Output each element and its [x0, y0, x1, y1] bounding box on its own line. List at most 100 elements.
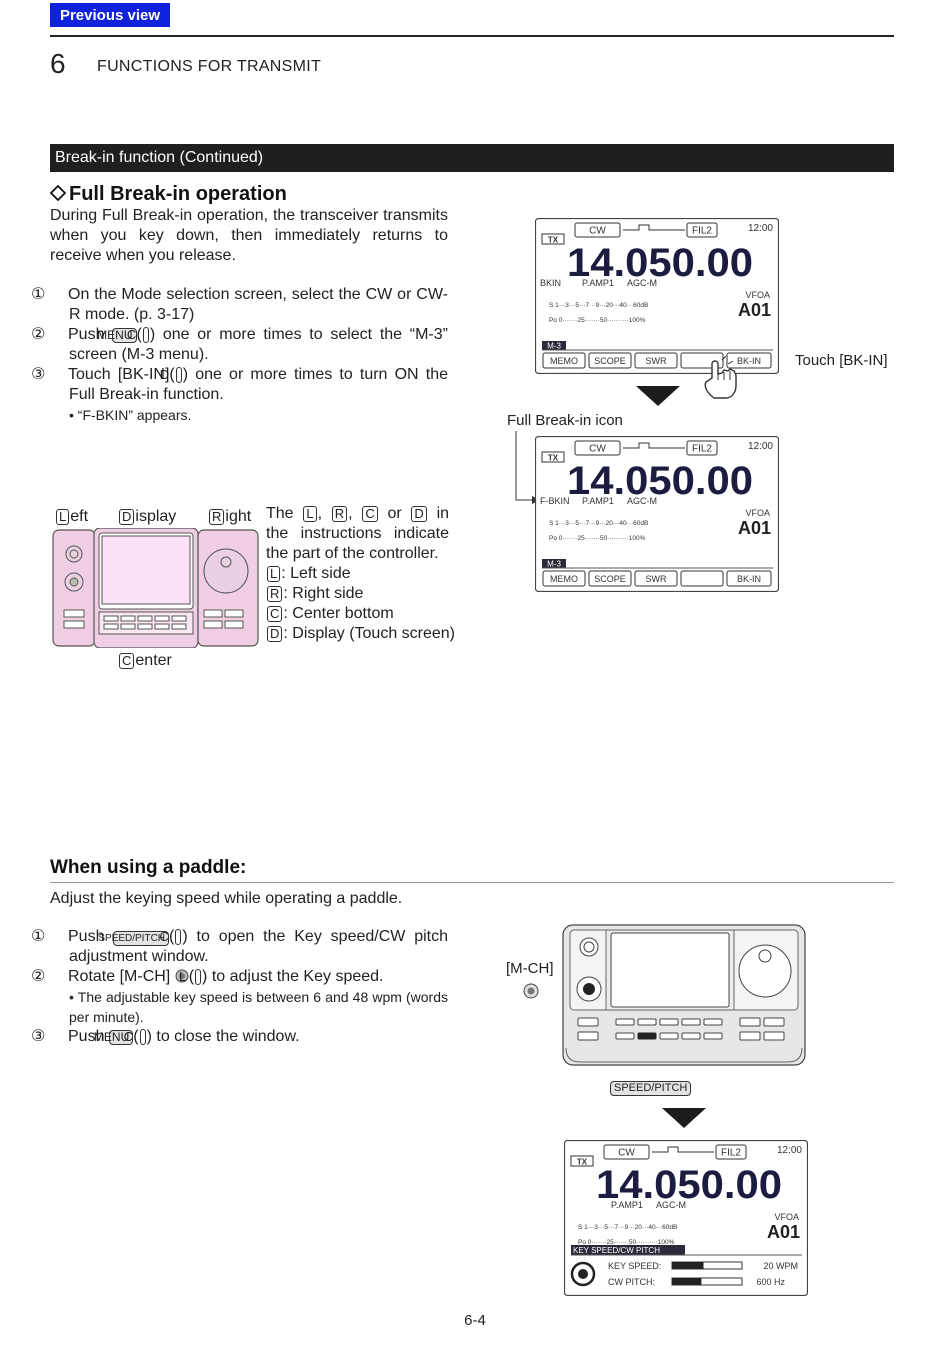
vfo-indicator: VFOA	[745, 290, 770, 300]
legend-left-text: : Left side	[281, 565, 351, 582]
dial-icon	[570, 1261, 596, 1287]
scope-button[interactable]: SCOPE	[588, 570, 632, 587]
left-key-mark: L	[56, 509, 70, 525]
header-rule	[50, 35, 894, 37]
step-2-text-b: one or more times to select the “M-3” sc…	[69, 326, 448, 363]
front-panel-diagram	[562, 924, 806, 1066]
step-number: ①	[31, 286, 46, 303]
legend-center: C: Center bottom	[266, 604, 449, 624]
paddle-step-2-text-b: to adjust the Key speed.	[211, 968, 384, 985]
step-1: ① On the Mode selection screen, select th…	[31, 285, 448, 325]
step-number: ②	[31, 968, 46, 985]
filter-indicator: FIL2	[692, 226, 712, 237]
step-number: ③	[31, 1028, 46, 1045]
paddle-step-3-text-a: Push	[68, 1028, 105, 1045]
frequency-readout: 14.050.00	[596, 1163, 782, 1207]
mch-callout: [M-CH]	[506, 960, 554, 977]
chapter-number: 6	[50, 48, 66, 79]
agc-indicator: AGC-M	[627, 278, 657, 288]
po-meter-scale: Po 0·······25·······50··········100%	[578, 1239, 675, 1246]
clock: 12:00	[748, 441, 773, 452]
swr-button[interactable]: SWR	[634, 352, 678, 369]
fbkin-indicator: F-BKIN	[540, 496, 570, 506]
controller-diagram	[52, 528, 259, 648]
bkin-button[interactable]: BK-IN	[726, 352, 772, 369]
touch-bkin-callout: Touch [BK-IN]	[795, 352, 888, 369]
center-key-mark: C	[159, 929, 182, 945]
full-breakin-intro: During Full Break-in operation, the tran…	[50, 207, 448, 264]
tx-indicator: TX	[548, 454, 559, 463]
right-key-mark: R	[267, 586, 283, 602]
lcd-screen-2: TX CW FIL2 12:00 14.050.00 F-BKIN P.AMP1…	[534, 435, 780, 593]
step-2-text-a: Push	[68, 326, 105, 343]
frequency-readout: 14.050.00	[567, 241, 753, 285]
memo-button-label: MEMO	[550, 356, 578, 366]
controller-label-center-text: enter	[135, 652, 172, 669]
menu-key: MENU	[94, 1030, 134, 1045]
paddle-intro: Adjust the keying speed while operating …	[50, 890, 403, 907]
paddle-step-1-text-a: Push	[68, 928, 105, 945]
memo-button[interactable]: MEMO	[542, 352, 586, 369]
previous-view-button[interactable]: Previous view	[50, 3, 170, 27]
down-arrow-icon	[636, 386, 680, 406]
right-key-mark: R	[331, 506, 348, 522]
channel-indicator: A01	[738, 518, 771, 538]
step-number: ①	[31, 928, 46, 945]
mode-indicator: CW	[589, 226, 606, 237]
full-breakin-heading-text: Full Break-in operation	[69, 183, 287, 205]
cw-pitch-bar	[672, 1278, 702, 1285]
paddle-step-2-bullet: • The adjustable key speed is between 6 …	[69, 989, 448, 1025]
agc-indicator: AGC-M	[656, 1200, 686, 1210]
center-key-mark: C	[127, 327, 149, 343]
memo-button[interactable]: MEMO	[542, 570, 586, 587]
left-key-mark: L	[179, 969, 202, 985]
display-key-mark: D	[160, 367, 182, 383]
menu-tag: M-3	[547, 342, 561, 351]
channel-indicator: A01	[738, 300, 771, 320]
down-arrow-icon	[662, 1108, 706, 1128]
bkin-button[interactable]: BK-IN	[726, 570, 772, 587]
preamp-indicator: P.AMP1	[582, 496, 614, 506]
vfo-indicator: VFOA	[745, 508, 770, 518]
scope-button-label: SCOPE	[594, 574, 626, 584]
mch-knob-icon	[523, 983, 539, 999]
paddle-rule	[50, 882, 894, 883]
section-bar-title: Break-in function (Continued)	[55, 149, 264, 166]
swr-button[interactable]: SWR	[634, 570, 678, 587]
tx-indicator: TX	[577, 1158, 588, 1167]
display-key-mark: D	[411, 506, 427, 522]
step-3-bullet: • “F-BKIN” appears.	[69, 407, 192, 423]
s-meter-scale: S 1···3···5···7···9···20···40···60dB	[549, 520, 648, 527]
s-meter-scale: S 1···3···5···7···9···20···40···60dB	[578, 1224, 677, 1231]
tx-indicator: TX	[548, 236, 559, 245]
display-screen-key-speed: TX CW FIL2 12:00 14.050.00 P.AMP1 AGC-M …	[563, 1139, 809, 1301]
controller-label-right-text: ight	[225, 508, 252, 525]
paddle-step-1-text-b: to open the Key speed/CW pitch adjustmen…	[69, 928, 449, 965]
swr-button-label: SWR	[646, 574, 667, 584]
scope-button[interactable]: SCOPE	[588, 352, 632, 369]
s-meter-scale: S 1···3···5···7···9···20···40···60dB	[549, 302, 648, 309]
bkin-button-label: BK-IN	[737, 356, 761, 366]
center-key-mark: C	[119, 653, 135, 669]
display-screen-bkin: TX CW FIL2 12:00 14.050.00 BKIN P.AMP1 A…	[534, 217, 780, 379]
right-key-mark: R	[209, 509, 225, 525]
center-key-mark: C	[362, 506, 378, 522]
step-1-text: On the Mode selection screen, select the…	[68, 286, 448, 323]
mch-dial-icon	[175, 969, 189, 983]
preamp-indicator: P.AMP1	[611, 1200, 643, 1210]
full-breakin-steps: ① On the Mode selection screen, select th…	[31, 285, 448, 425]
legend-left: L: Left side	[266, 564, 449, 584]
blank-button[interactable]	[680, 570, 724, 587]
menu-key: MENU	[97, 328, 137, 343]
chapter-title: FUNCTIONS FOR TRANSMIT	[97, 58, 322, 75]
step-3-text-b: ) one or more times to turn ON the Full …	[69, 366, 448, 403]
controller-label-left-text: eft	[70, 508, 89, 525]
